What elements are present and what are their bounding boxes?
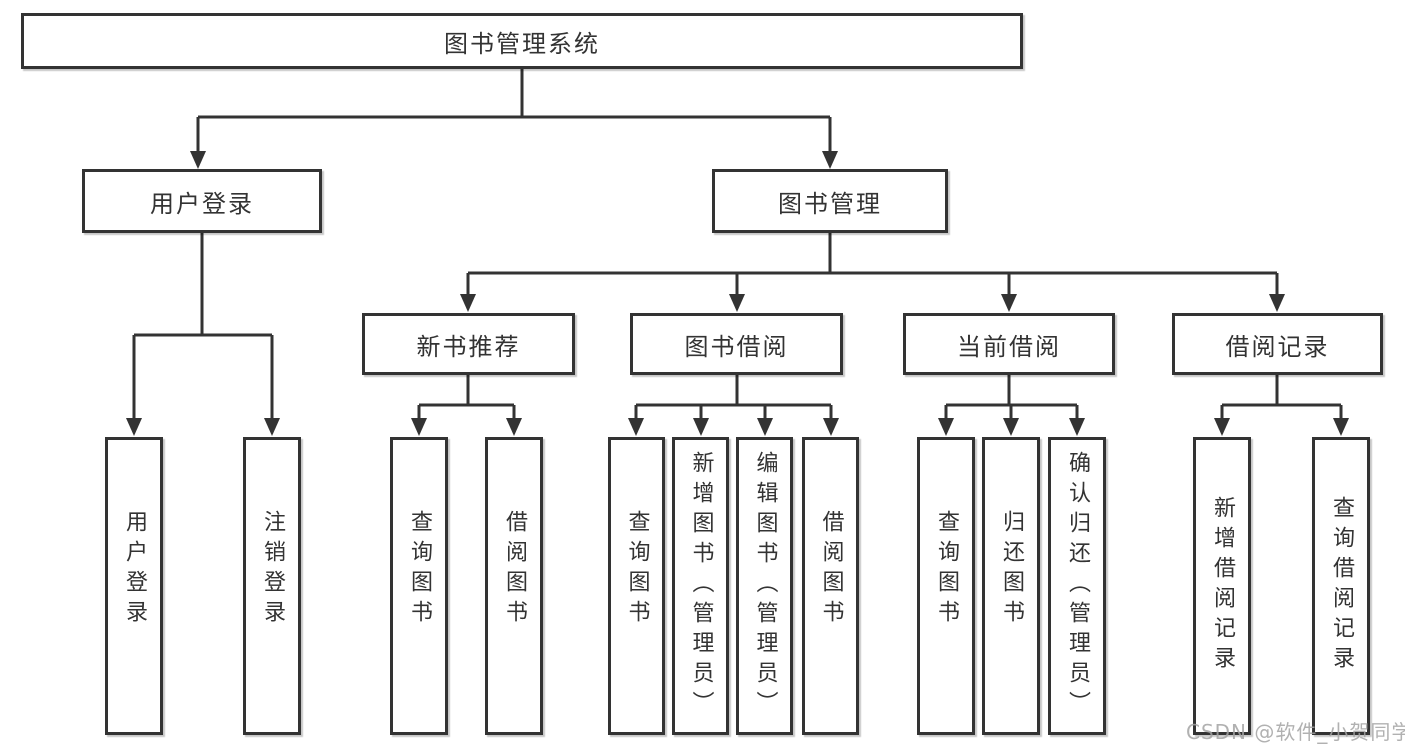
leaf-query-books-3: 查询图书 [917,437,975,735]
node-label: 新书推荐 [416,332,521,361]
node-label: 查询借阅记录 [1329,496,1354,676]
node-label: 查询图书 [624,510,650,630]
node-label: 新增图书（管理员） [688,451,714,721]
node-label: 借阅图书 [502,510,527,630]
leaf-query-books-2: 查询图书 [608,437,665,735]
node-label: 借阅记录 [1225,332,1330,361]
leaf-borrow-books-2: 借阅图书 [802,437,859,735]
node-new-book-recommend: 新书推荐 [362,313,575,375]
node-current-borrowing: 当前借阅 [903,313,1115,375]
node-label: 用户登录 [150,189,254,218]
leaf-user-login: 用户登录 [105,437,163,735]
leaf-edit-book-admin: 编辑图书（管理员） [736,437,793,735]
node-label: 借阅图书 [818,510,844,630]
node-label: 归还图书 [999,510,1024,630]
node-label: 新增借阅记录 [1210,496,1235,676]
node-borrowing-records: 借阅记录 [1172,313,1383,375]
leaf-add-book-admin: 新增图书（管理员） [672,437,729,735]
node-label: 图书借阅 [684,332,789,361]
csdn-watermark: CSDN @软件_小贺同学 [1186,720,1405,744]
leaf-borrow-books-1: 借阅图书 [485,437,543,735]
leaf-query-borrow-record: 查询借阅记录 [1312,437,1370,735]
node-library-management-system: 图书管理系统 [21,13,1023,69]
leaf-logout: 注销登录 [243,437,301,735]
node-book-borrowing: 图书借阅 [630,313,843,375]
node-book-management: 图书管理 [712,169,948,233]
node-label: 图书管理系统 [444,29,600,58]
node-user-login-branch: 用户登录 [82,169,322,233]
node-label: 确认归还（管理员） [1065,451,1090,721]
node-label: 查询图书 [934,510,959,630]
node-label: 图书管理 [778,189,882,218]
leaf-query-books-1: 查询图书 [390,437,448,735]
leaf-confirm-return-admin: 确认归还（管理员） [1048,437,1106,735]
node-label: 用户登录 [122,510,147,630]
node-label: 编辑图书（管理员） [752,451,778,721]
leaf-return-book: 归还图书 [982,437,1040,735]
node-label: 当前借阅 [957,332,1061,361]
leaf-add-borrow-record: 新增借阅记录 [1193,437,1251,735]
node-label: 查询图书 [407,510,432,630]
node-label: 注销登录 [260,510,285,630]
